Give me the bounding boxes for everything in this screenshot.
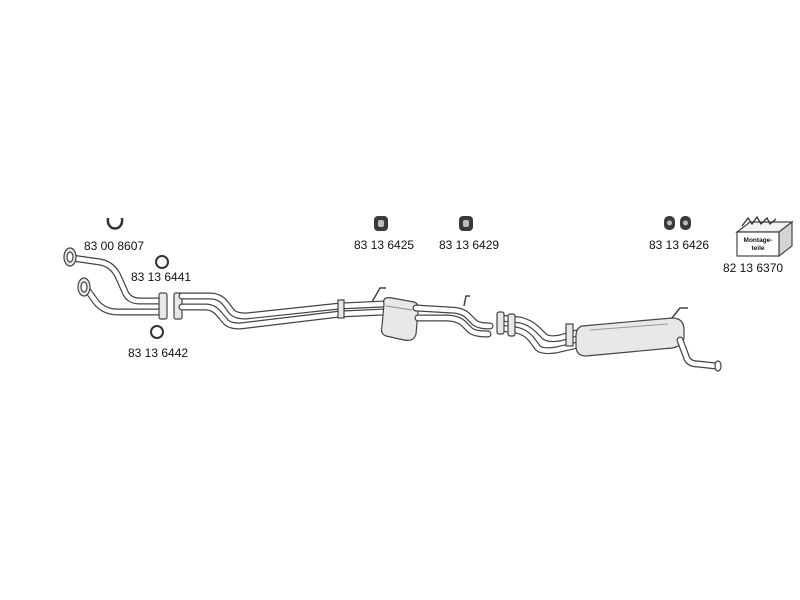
rear-muffler — [575, 307, 688, 357]
part-number-u-clamp: 83 00 8607 — [84, 239, 145, 253]
gasket-upper-icon — [155, 255, 169, 269]
front-downpipe-upper — [63, 247, 164, 305]
mounting-kit-box-icon: Montage- teile — [735, 215, 794, 258]
part-number-hanger-mid: 83 13 6429 — [439, 238, 500, 252]
rubber-hanger-rear-icon — [664, 216, 691, 230]
part-number-hanger-rear: 83 13 6426 — [649, 238, 710, 252]
part-number-mounting-kit: 82 13 6370 — [723, 261, 784, 275]
center-resonator — [380, 297, 420, 341]
kit-box-label-2: teile — [751, 245, 764, 252]
rubber-hanger-mid-icon — [459, 216, 473, 231]
part-number-hanger-front: 83 13 6425 — [354, 238, 415, 252]
tailpipe — [676, 336, 722, 372]
u-clamp-icon — [106, 217, 124, 230]
front-flange — [158, 292, 183, 320]
gasket-lower-icon — [150, 325, 164, 339]
part-number-gasket-upper: 83 13 6441 — [131, 270, 192, 284]
part-number-gasket-lower: 83 13 6442 — [128, 346, 189, 360]
front-downpipe-lower — [77, 277, 164, 316]
center-outlet-pipes — [412, 295, 494, 338]
kit-box-label-1: Montage- — [744, 237, 773, 244]
rear-inlet-pipes — [496, 311, 586, 355]
dual-intermediate-pipe — [178, 287, 388, 330]
rubber-hanger-front-icon — [374, 216, 388, 231]
